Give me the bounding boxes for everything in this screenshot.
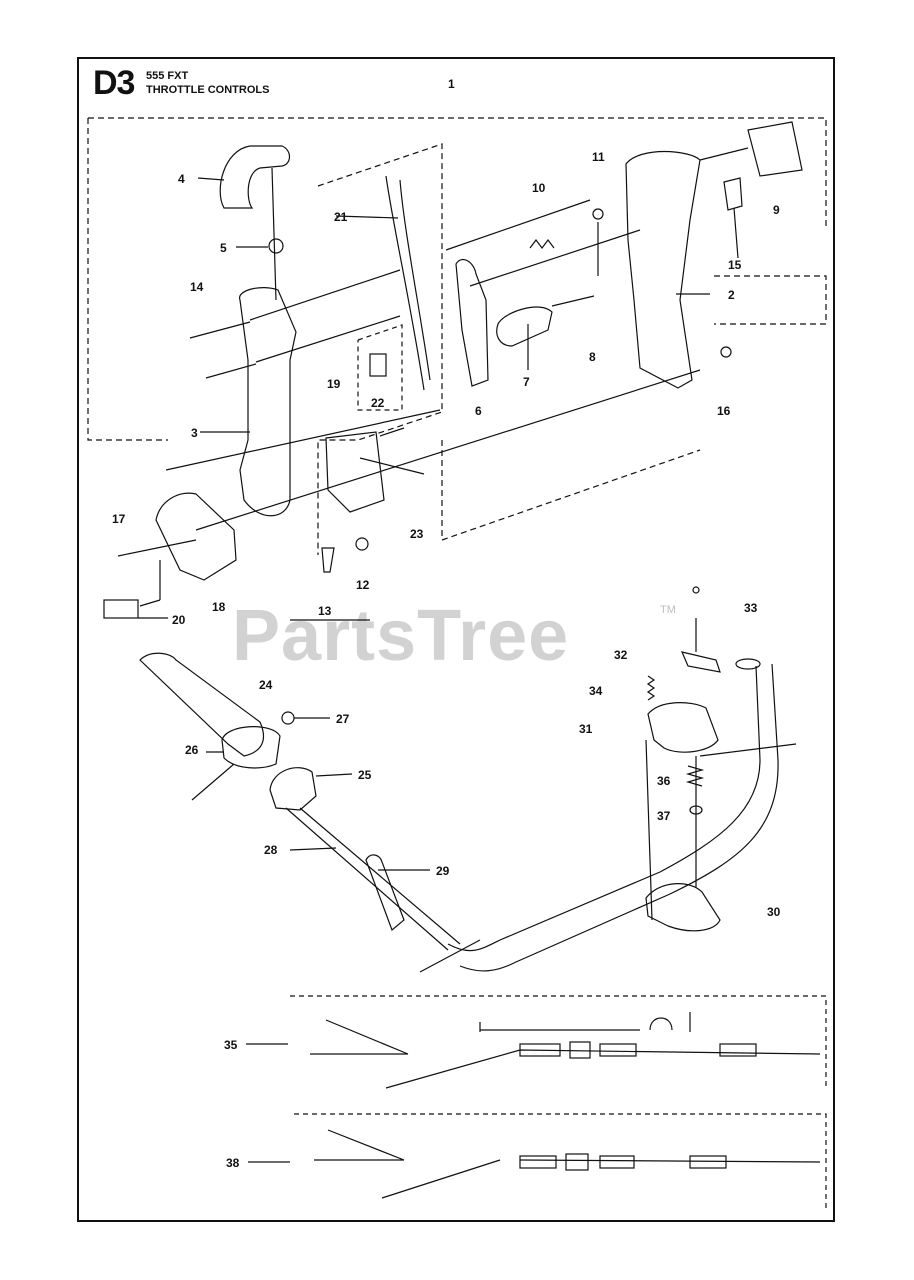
part-7-lockout <box>496 306 553 347</box>
part-37-washer <box>689 805 703 815</box>
callout-37: 37 <box>657 809 671 823</box>
callout-24: 24 <box>259 678 273 692</box>
callout-9: 9 <box>773 203 780 217</box>
part-16-nut <box>720 346 732 358</box>
part-31-housing <box>647 702 719 753</box>
callout-22: 22 <box>371 396 385 410</box>
part-29-cable-guide <box>365 854 405 932</box>
callout-28: 28 <box>264 843 278 857</box>
diagram-frame <box>77 57 835 1222</box>
part-25-clamp <box>269 767 317 811</box>
part-36-spring <box>685 765 705 787</box>
part-13-spring-clip <box>321 547 335 573</box>
callout-36: 36 <box>657 774 671 788</box>
callout-26: 26 <box>185 743 199 757</box>
part-12-screw <box>355 537 369 551</box>
callout-38: 38 <box>226 1156 240 1170</box>
callout-7: 7 <box>523 375 530 389</box>
part-20-switch <box>103 599 139 619</box>
callout-30: 30 <box>767 905 781 919</box>
part-3-handle <box>239 287 297 517</box>
watermark-logo: PartsTree <box>232 596 570 676</box>
callout-18: 18 <box>212 600 226 614</box>
callout-23: 23 <box>410 527 424 541</box>
part-10-spring <box>529 239 555 249</box>
dashed-group-38 <box>294 1113 827 1208</box>
dashed-group-top-line <box>88 117 827 228</box>
callout-4: 4 <box>178 172 185 186</box>
part-11-nut <box>592 208 604 220</box>
dashed-group-23 <box>441 440 701 541</box>
callout-19: 19 <box>327 377 341 391</box>
section-code: D3 <box>93 64 135 102</box>
part-30-handlebar <box>447 665 761 952</box>
callout-29: 29 <box>436 864 450 878</box>
callout-10: 10 <box>532 181 546 195</box>
part-18-bracket <box>155 492 237 581</box>
dashed-group-22 <box>357 324 403 411</box>
callout-8: 8 <box>589 350 596 364</box>
callout-27: 27 <box>336 712 350 726</box>
callout-21: 21 <box>334 210 348 224</box>
callout-35: 35 <box>224 1038 238 1052</box>
dashed-group-35 <box>290 995 827 1090</box>
callout-20: 20 <box>172 613 186 627</box>
dashed-group-upper <box>87 118 168 441</box>
callout-32: 32 <box>614 648 628 662</box>
part-34-spring <box>646 675 656 701</box>
callout-2: 2 <box>728 288 735 302</box>
callout-1: 1 <box>448 77 455 91</box>
part-27-nut <box>281 711 295 725</box>
dashed-group-right <box>714 275 827 325</box>
part-2-handle-half <box>625 150 701 389</box>
part-9-cap <box>747 121 803 177</box>
part-32-cap <box>680 651 721 673</box>
part-26-grip-end <box>221 726 281 769</box>
trademark-mark: TM <box>660 604 676 616</box>
part-4-lever <box>219 145 291 209</box>
callout-3: 3 <box>191 426 198 440</box>
part-21-wire <box>385 175 425 391</box>
callout-13: 13 <box>318 604 332 618</box>
callout-25: 25 <box>358 768 372 782</box>
callout-12: 12 <box>356 578 370 592</box>
callout-5: 5 <box>220 241 227 255</box>
callout-31: 31 <box>579 722 593 736</box>
section-title: THROTTLE CONTROLS <box>146 84 270 96</box>
callout-14: 14 <box>190 280 204 294</box>
callout-33: 33 <box>744 601 758 615</box>
part-22-clip <box>369 353 387 377</box>
callout-16: 16 <box>717 404 731 418</box>
part-24-grip <box>139 652 265 757</box>
callout-17: 17 <box>112 512 126 526</box>
callout-34: 34 <box>589 684 603 698</box>
part-15-latch <box>723 177 743 211</box>
dashed-group-cable <box>317 143 443 555</box>
callout-15: 15 <box>728 258 742 272</box>
callout-11: 11 <box>592 150 605 164</box>
part-6-trigger <box>455 259 489 387</box>
part-30-lower-housing <box>645 883 721 932</box>
part-38-cable-assembly <box>314 1129 821 1199</box>
callout-6: 6 <box>475 404 482 418</box>
model-name: 555 FXT <box>146 70 189 82</box>
part-5-nut <box>268 238 284 254</box>
part-19-block <box>325 431 385 513</box>
